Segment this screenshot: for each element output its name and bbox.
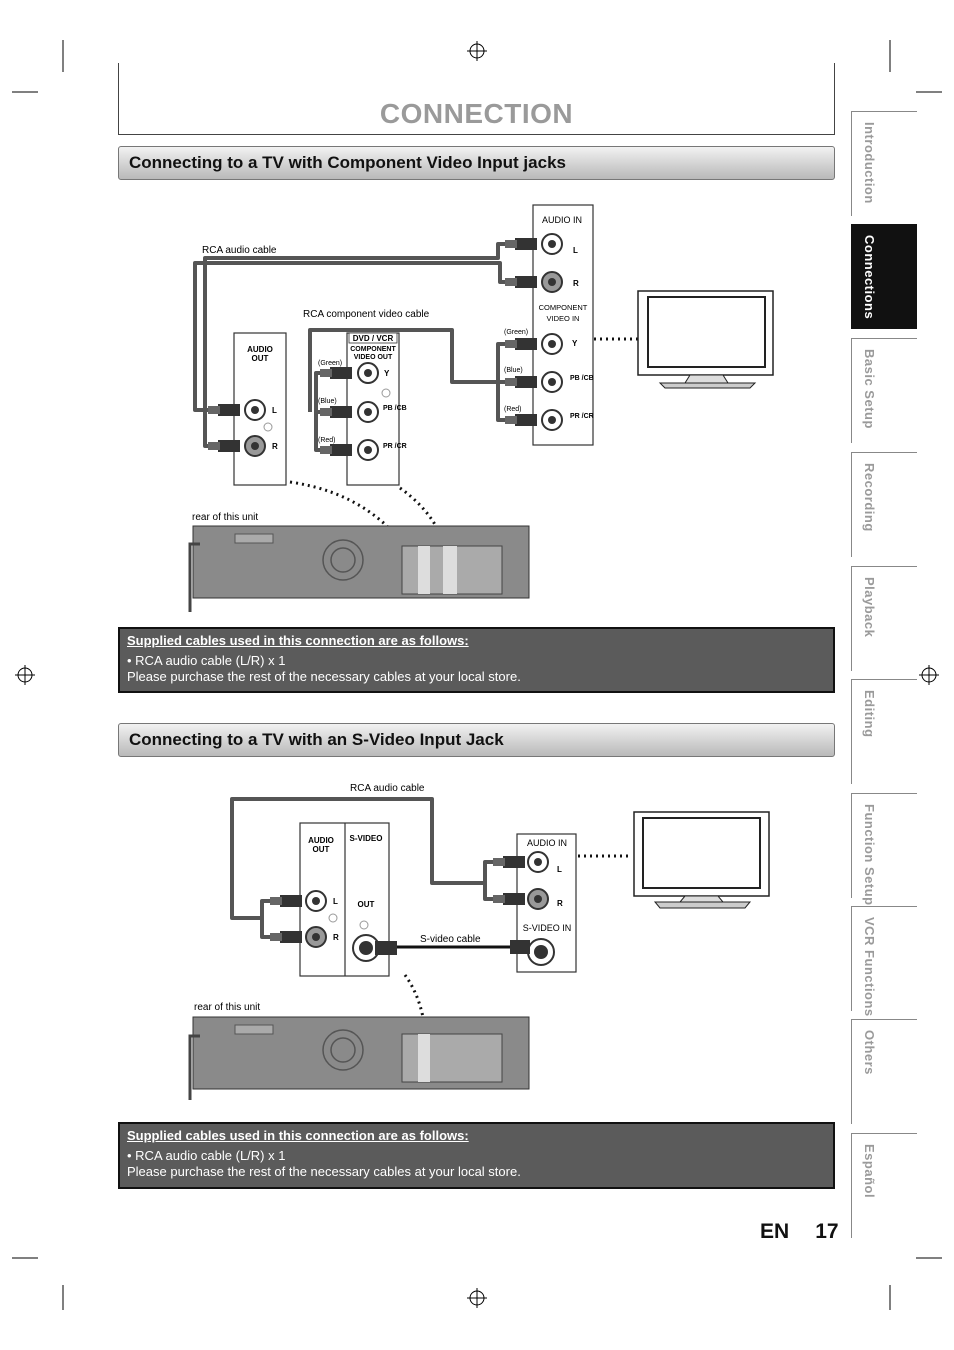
comp-out-y: Y	[384, 369, 390, 378]
info-line: • RCA audio cable (L/R) x 1	[127, 653, 286, 668]
tab-function-setup[interactable]: Function Setup	[851, 793, 917, 906]
tab-label: Español	[862, 1144, 877, 1199]
tab-introduction[interactable]: Introduction	[851, 111, 917, 216]
svideo-label: S-VIDEO	[350, 834, 383, 843]
rear-unit-icon	[188, 525, 530, 612]
page-number-value: 17	[815, 1220, 839, 1243]
audio-out-l: L	[272, 406, 277, 415]
audio-in-l: L	[557, 865, 562, 874]
tab-label: Editing	[862, 690, 877, 738]
component-in-label-1: COMPONENT	[539, 303, 588, 312]
svideo-cable-label: S-video cable	[420, 934, 481, 945]
tab-espanol[interactable]: Español	[851, 1133, 917, 1238]
svideo-jack-out	[352, 934, 380, 962]
info-box-svideo: Supplied cables used in this connection …	[118, 1122, 835, 1189]
color-red-out: (Red)	[318, 437, 336, 444]
audio-in-label: AUDIO IN	[542, 215, 582, 225]
tv-icon	[637, 290, 774, 389]
rear-unit-label: rear of this unit	[194, 1002, 260, 1013]
component-in-label-2: VIDEO IN	[547, 314, 580, 323]
tab-label: Playback	[862, 577, 877, 638]
rca-plug-icon	[208, 404, 240, 416]
color-blue-in: (Blue)	[504, 367, 523, 374]
svideo-jack-in	[527, 938, 555, 966]
component-cable	[308, 328, 510, 452]
component-connection-diagram: AUDIO OUT L R DVD / VCR COMPONENT VIDEO …	[188, 204, 774, 612]
audio-in-r: R	[573, 279, 579, 288]
tab-connections[interactable]: Connections	[851, 224, 917, 329]
registration-mark-icon	[15, 41, 939, 1308]
info-heading: Supplied cables used in this connection …	[127, 633, 469, 648]
audio-out-r: R	[333, 933, 339, 942]
component-out-label-2: VIDEO OUT	[354, 354, 393, 361]
language-code: EN	[760, 1220, 790, 1243]
dvd-vcr-label: DVD / VCR	[353, 334, 394, 343]
rca-audio-cable-r	[203, 262, 228, 448]
tab-label: Basic Setup	[862, 349, 877, 429]
color-green-out: (Green)	[318, 360, 342, 367]
info-heading: Supplied cables used in this connection …	[127, 1128, 469, 1143]
audio-out-jack-r	[244, 435, 266, 457]
tab-vcr-functions[interactable]: VCR Functions	[851, 906, 917, 1017]
tab-label: Connections	[862, 235, 877, 320]
tab-label: Introduction	[862, 122, 877, 204]
rca-audio-cable-label: RCA audio cable	[202, 245, 277, 256]
info-line: Please purchase the rest of the necessar…	[127, 1164, 521, 1179]
color-green-in: (Green)	[504, 329, 528, 336]
color-blue-out: (Blue)	[318, 398, 337, 405]
audio-out-r: R	[272, 442, 278, 451]
tab-label: VCR Functions	[862, 917, 877, 1017]
rear-unit-icon	[188, 1016, 530, 1100]
rca-component-cable-label: RCA component video cable	[303, 309, 430, 320]
tab-label: Function Setup	[862, 804, 877, 906]
page-title: CONNECTION	[379, 98, 574, 129]
tab-playback[interactable]: Playback	[851, 566, 917, 671]
svideo-connection-diagram: AUDIO OUT S-VIDEO OUT L R AUDIO IN L R S…	[188, 783, 770, 1100]
info-box-component: Supplied cables used in this connection …	[118, 627, 835, 693]
info-line: • RCA audio cable (L/R) x 1	[127, 1148, 286, 1163]
audio-in-r: R	[557, 899, 563, 908]
svideo-in-label: S-VIDEO IN	[523, 923, 572, 933]
comp-in-pb: PB /CB	[570, 375, 594, 382]
comp-out-pb: PB /CB	[383, 405, 407, 412]
color-red-in: (Red)	[504, 406, 522, 413]
tv-icon	[633, 811, 770, 909]
audio-in-l: L	[573, 246, 578, 255]
tab-recording[interactable]: Recording	[851, 452, 917, 557]
tab-label: Others	[862, 1030, 877, 1075]
tab-label: Recording	[862, 463, 877, 532]
header-frame	[118, 63, 835, 135]
component-out-label-1: COMPONENT	[350, 346, 396, 353]
audio-out-label-1: AUDIO	[247, 345, 273, 354]
section-title-svideo: Connecting to a TV with an S-Video Input…	[118, 723, 835, 757]
audio-out-label-2: OUT	[252, 354, 269, 363]
info-line: Please purchase the rest of the necessar…	[127, 669, 521, 684]
comp-in-y: Y	[572, 339, 578, 348]
page-number: EN 17	[760, 1220, 839, 1244]
comp-in-pr: PR /CR	[570, 413, 594, 420]
tab-others[interactable]: Others	[851, 1019, 917, 1124]
tab-editing[interactable]: Editing	[851, 679, 917, 784]
audio-out-l: L	[333, 897, 338, 906]
rca-audio-cable-l	[193, 261, 518, 412]
rca-audio-cable-label: RCA audio cable	[350, 783, 425, 794]
audio-out-jack-l	[244, 399, 266, 421]
audio-out-label-1: AUDIO	[308, 836, 334, 845]
rear-unit-label: rear of this unit	[192, 512, 258, 523]
dotted-line-unit	[403, 974, 428, 1066]
comp-out-pr: PR /CR	[383, 443, 407, 450]
audio-out-label-2: OUT	[313, 845, 330, 854]
section-title-component: Connecting to a TV with Component Video …	[118, 146, 835, 180]
audio-in-label: AUDIO IN	[527, 838, 567, 848]
out-label: OUT	[358, 900, 375, 909]
tab-basic-setup[interactable]: Basic Setup	[851, 338, 917, 443]
